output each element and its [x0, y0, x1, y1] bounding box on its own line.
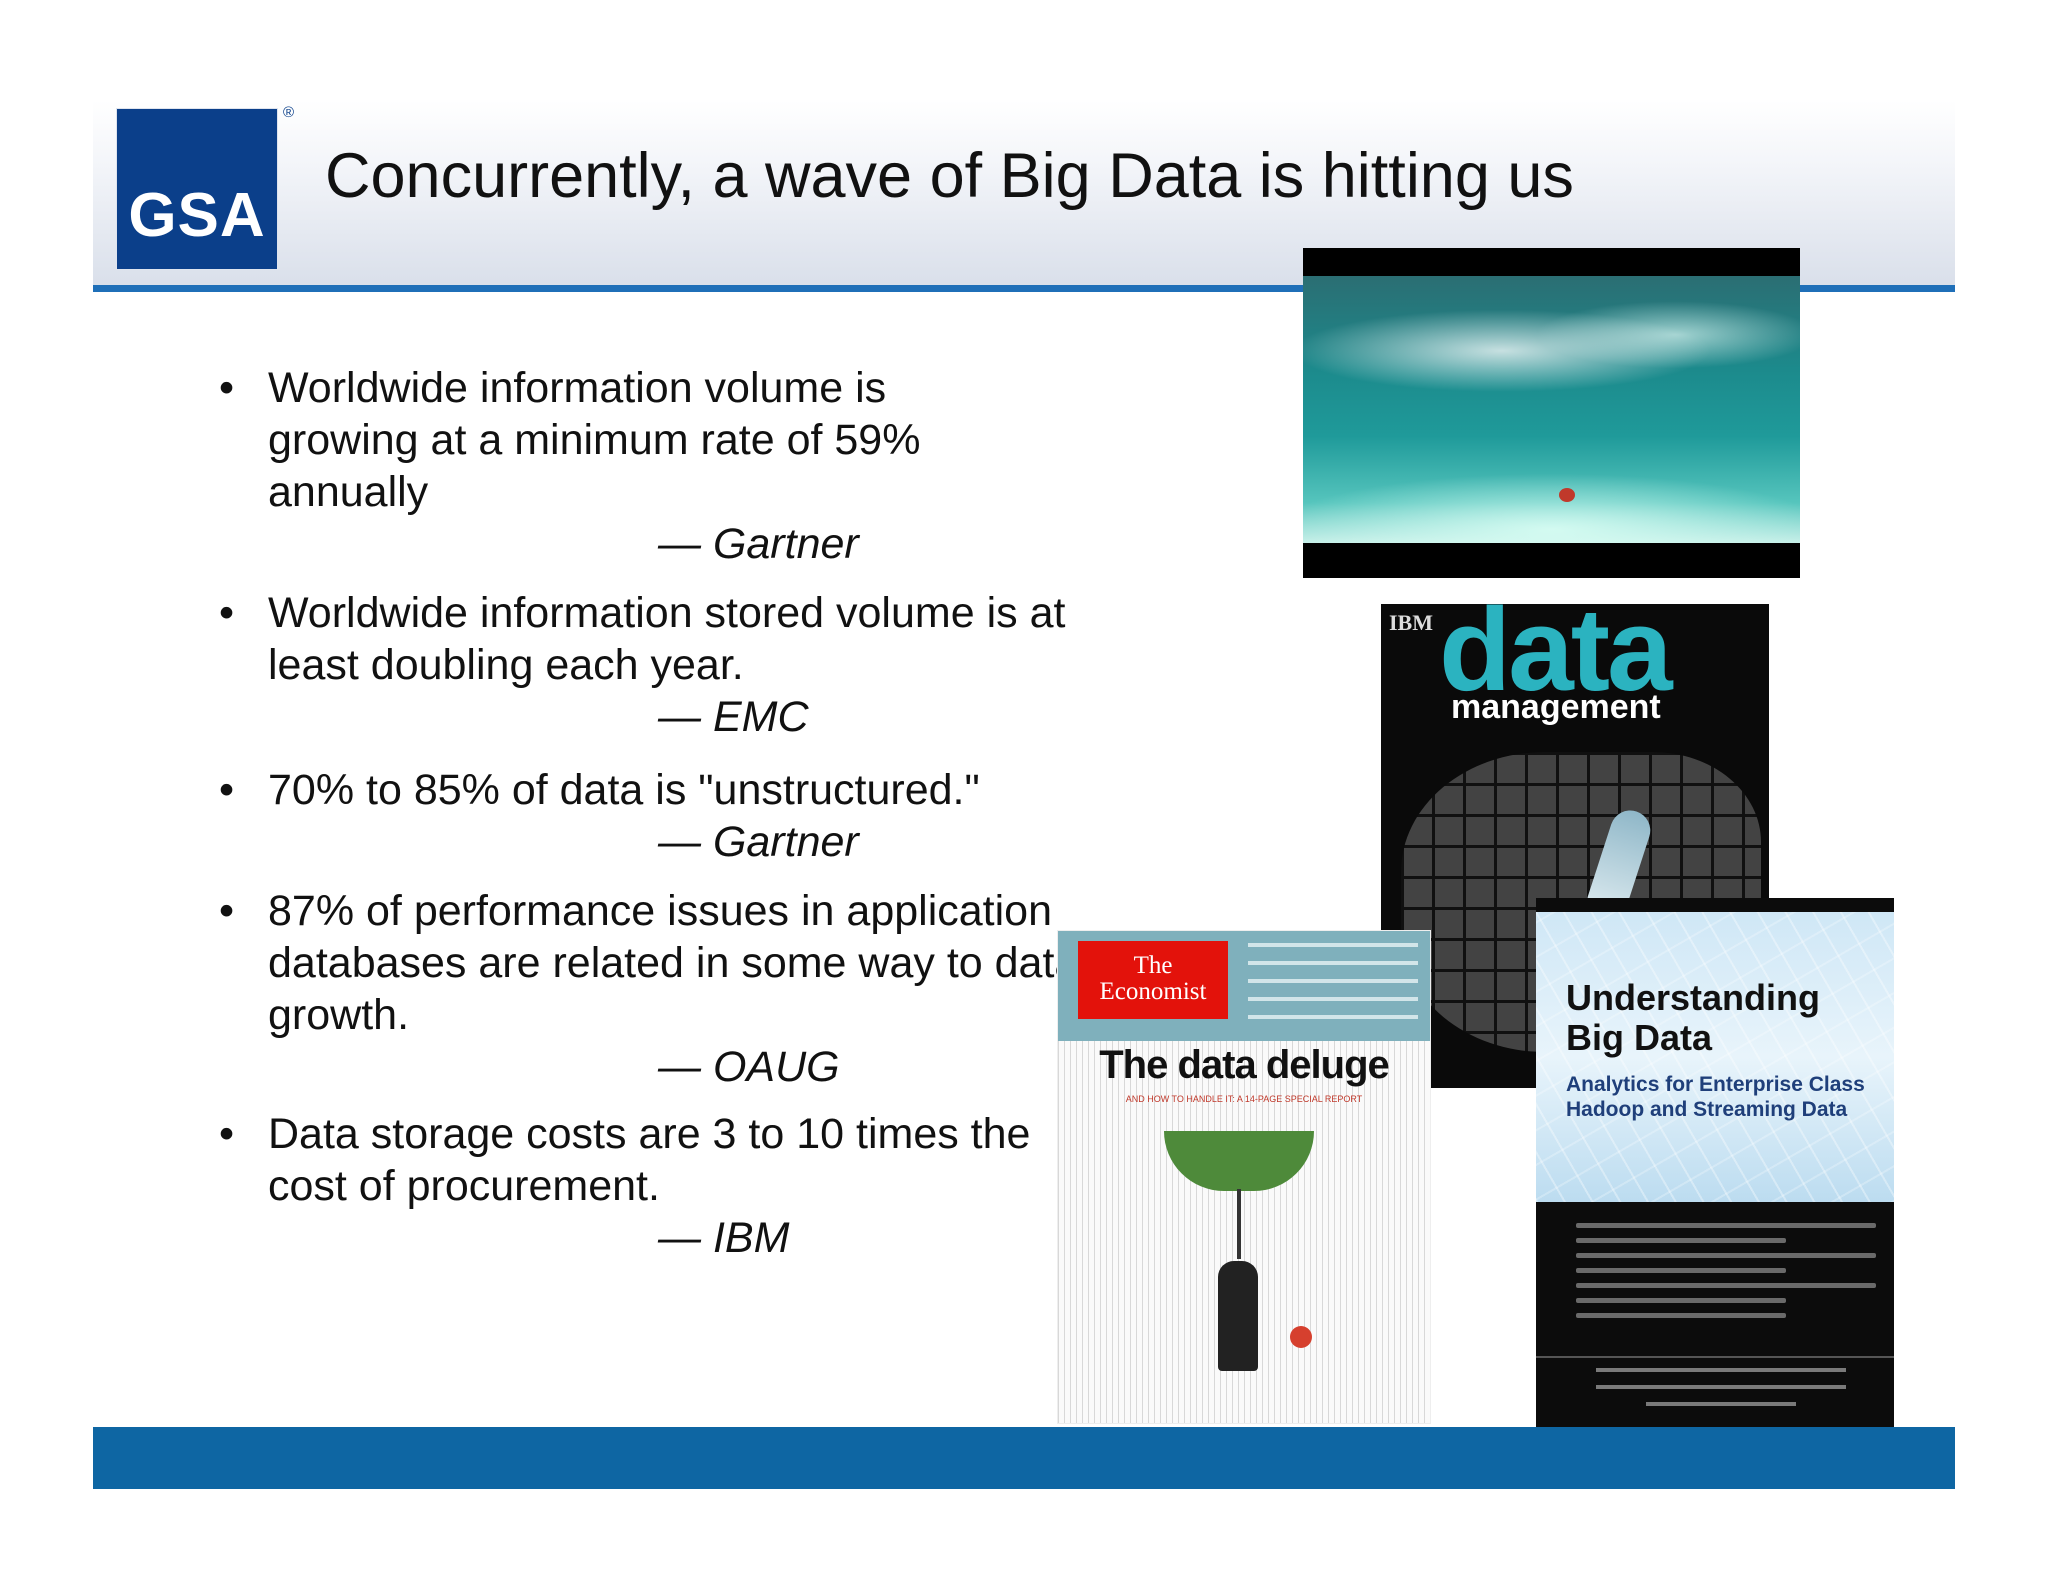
bullet-list: Worldwide information volume is growing … [215, 362, 1215, 1264]
bullet-source: — Gartner [658, 520, 859, 568]
economist-masthead: The Economist [1078, 941, 1228, 1019]
book-author-lines [1596, 1368, 1846, 1419]
bullet-source: — Gartner [658, 818, 859, 866]
book-divider [1536, 1356, 1894, 1358]
book-title: Understanding Big Data [1566, 977, 1821, 1058]
bullet-text: 70% to 85% of data is "unstructured." [268, 766, 980, 814]
bullet-text: Worldwide information volume is growing … [268, 364, 921, 516]
registered-mark: ® [283, 104, 295, 121]
bullet-item: Data storage costs are 3 to 10 times the… [215, 1108, 1215, 1264]
bullet-source: — OAUG [658, 1043, 840, 1091]
understanding-big-data-cover: Understanding Big Data Analytics for Ent… [1536, 898, 1894, 1428]
bullet-item: 87% of performance issues in application… [215, 885, 1215, 1093]
man-figure [1218, 1261, 1258, 1371]
footer-band [93, 1427, 1955, 1489]
economist-tagline: AND HOW TO HANDLE IT: A 14-PAGE SPECIAL … [1125, 1094, 1363, 1104]
book-blurb-lines [1576, 1223, 1876, 1328]
economist-cover: The Economist The data deluge AND HOW TO… [1057, 930, 1431, 1424]
economist-headline: The data deluge [1099, 1043, 1390, 1087]
gsa-logo-text: GSA [128, 181, 266, 250]
economist-contents-lines [1248, 943, 1418, 1023]
ibm-cover-subtitle: management [1451, 688, 1661, 726]
ibm-cover-word: data [1439, 604, 1673, 716]
book-subtitle: Analytics for Enterprise Class Hadoop an… [1566, 1073, 1865, 1121]
umbrella-handle [1237, 1189, 1241, 1259]
wave-photo [1303, 276, 1800, 543]
bullet-source: — IBM [658, 1214, 790, 1262]
bullet-item: Worldwide information volume is growing … [215, 362, 1215, 570]
bullet-source: — EMC [658, 693, 809, 741]
swimmer-figure [1559, 488, 1575, 502]
slide-title: Concurrently, a wave of Big Data is hitt… [325, 141, 1574, 211]
header-rule [93, 285, 1955, 292]
book-cover-art [1536, 912, 1894, 1202]
flower-graphic [1290, 1326, 1312, 1348]
bullet-text: Data storage costs are 3 to 10 times the… [268, 1110, 1031, 1210]
bullet-item: 70% to 85% of data is "unstructured." — … [215, 764, 1215, 868]
bullet-text: 87% of performance issues in application… [268, 887, 1079, 1039]
wave-image [1303, 248, 1800, 578]
ibm-brand: IBM [1389, 610, 1433, 635]
bullet-item: Worldwide information stored volume is a… [215, 587, 1215, 743]
bullet-text: Worldwide information stored volume is a… [268, 589, 1066, 689]
gsa-logo: GSA [116, 108, 278, 270]
